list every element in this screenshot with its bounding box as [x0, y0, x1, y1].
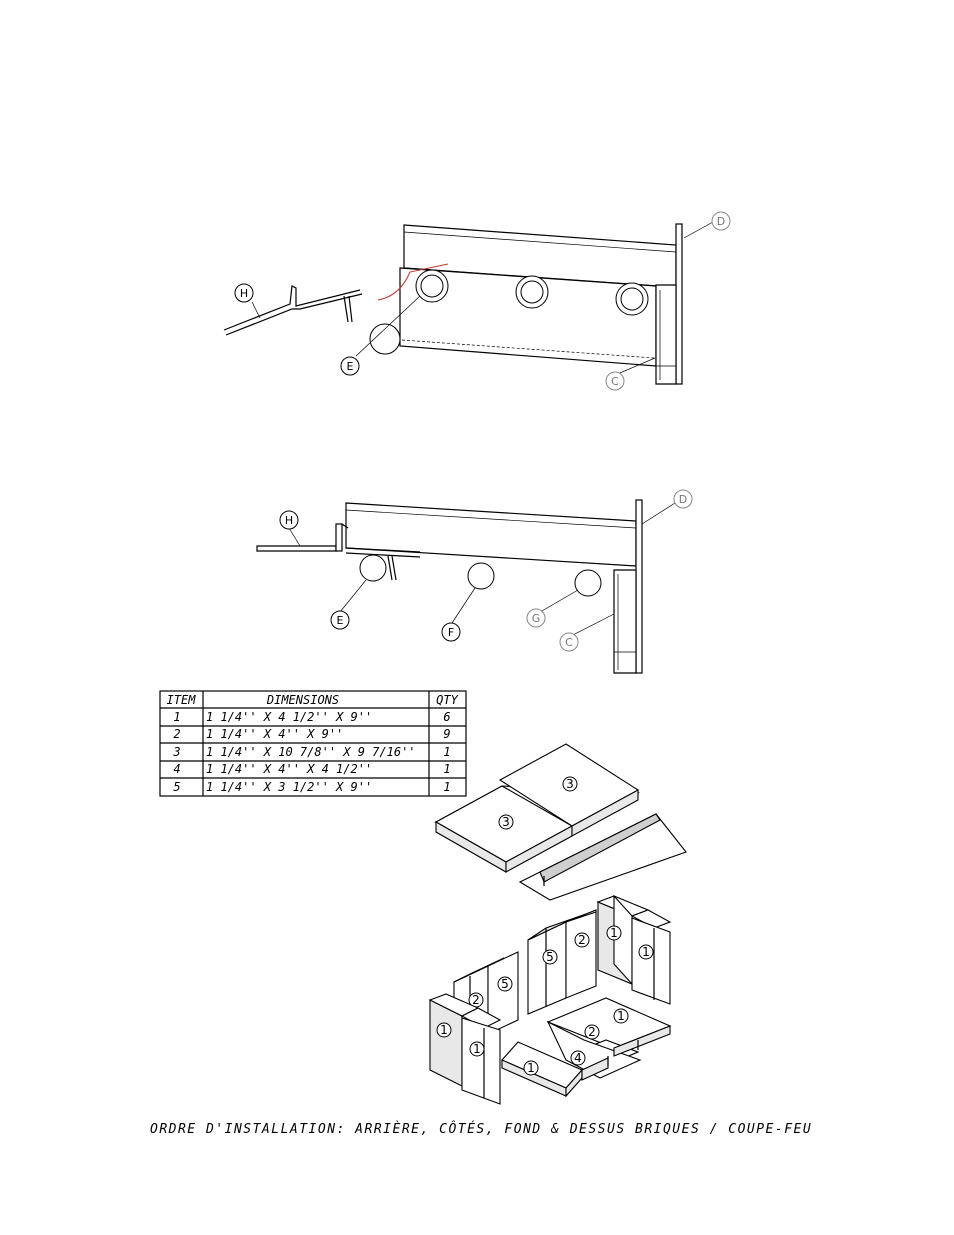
brick-label-back-mid-2: 2 — [578, 933, 586, 947]
callout-h-2: H — [285, 514, 293, 527]
table-cell: 1 — [443, 745, 450, 759]
bracket-d-2 — [635, 499, 643, 674]
callout-c: C — [611, 375, 619, 388]
dimensions-table: ITEM DIMENSIONS QTY 1 1 1/4'' X 4 1/2'' … — [159, 690, 467, 797]
exploded-brick-view: 3 3 1 1 5 2 2 5 — [428, 743, 687, 1105]
callout-g: G — [532, 612, 541, 625]
table-cell: 1 1/4'' X 10 7/8'' X 9 7/16'' — [206, 745, 416, 759]
table-cell: 1 — [173, 710, 180, 724]
table-cell: 1 — [443, 780, 450, 794]
header-qty: QTY — [436, 693, 458, 707]
brick-label-floor-1b: 1 — [617, 1009, 625, 1023]
diagram-1: H E D C — [223, 211, 731, 391]
brick-label-front-left-1b: 1 — [473, 1042, 481, 1056]
brick-label-floor-2: 2 — [588, 1025, 596, 1039]
callout-d-2: D — [679, 493, 687, 506]
brick-label-left-side-2: 2 — [472, 993, 480, 1007]
table-cell: 1 1/4'' X 4'' X 9'' — [206, 727, 343, 741]
table-cell: 1 1/4'' X 4'' X 4 1/2'' — [206, 762, 372, 776]
piece-h-2 — [256, 523, 349, 552]
brick-label-left-side-5: 5 — [501, 977, 509, 991]
callout-e-2: E — [337, 614, 344, 627]
table-cell: 4 — [173, 762, 180, 776]
callout-e: E — [347, 360, 354, 373]
brick-label-front-left-1a: 1 — [440, 1023, 448, 1037]
brick-label-back-left-1: 1 — [610, 926, 618, 940]
table-cell: 1 1/4'' X 4 1/2'' X 9'' — [206, 710, 372, 724]
tube-e — [369, 323, 401, 355]
table-cell: 2 — [173, 727, 180, 741]
brick-label-floor-4: 4 — [574, 1051, 582, 1065]
brick-label-top-left: 3 — [502, 815, 510, 829]
bracket-d — [675, 223, 683, 385]
brick-label-back-mid-5: 5 — [546, 950, 554, 964]
table-cell: 5 — [173, 780, 180, 794]
callout-d: D — [717, 215, 725, 228]
brick-label-floor-1: 1 — [527, 1061, 535, 1075]
table-cell: 1 — [443, 762, 450, 776]
callout-f: F — [448, 626, 454, 639]
table-cell: 9 — [443, 727, 450, 741]
brick-label-back-left-2: 1 — [642, 945, 650, 959]
diagram-2: H E F G C D — [256, 489, 693, 674]
brick-label-top-right: 3 — [566, 777, 574, 791]
table-cell: 1 1/4'' X 3 1/2'' X 9'' — [206, 780, 372, 794]
table-cell: 3 — [172, 745, 180, 759]
header-dimensions: DIMENSIONS — [266, 693, 339, 707]
table-cell: 6 — [443, 710, 450, 724]
callout-c-2: C — [565, 636, 573, 649]
callout-h: H — [240, 287, 248, 300]
installation-order-caption: ORDRE D'INSTALLATION: ARRIÈRE, CÔTÉS, FO… — [150, 1121, 812, 1137]
piece-h — [223, 285, 363, 336]
insertion-arrow — [377, 263, 449, 301]
header-item: ITEM — [167, 693, 197, 707]
